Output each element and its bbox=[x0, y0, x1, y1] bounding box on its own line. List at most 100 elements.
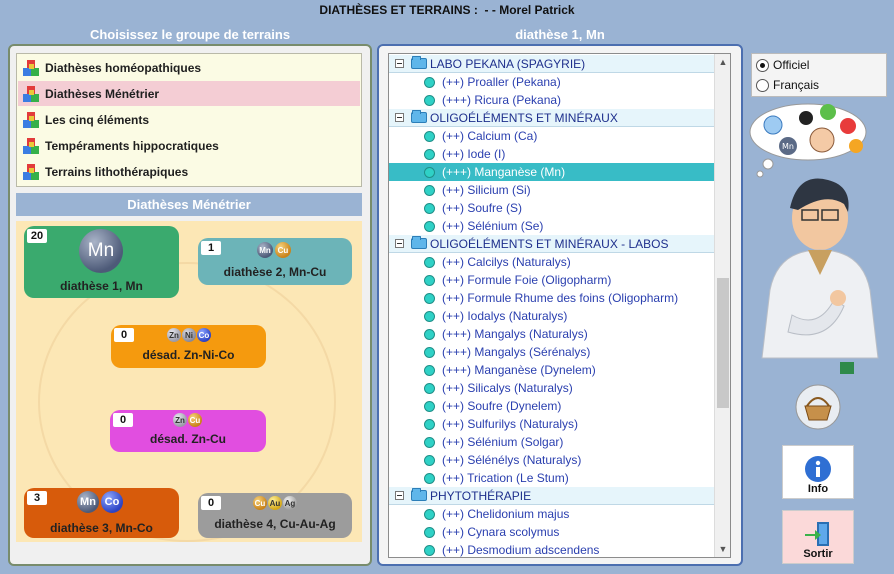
tree-item[interactable]: (++) Iodalys (Naturalys) bbox=[389, 307, 715, 325]
card-diathesis-4[interactable]: 0 Cu Au Ag diathèse 4, Cu-Au-Ag bbox=[198, 493, 352, 538]
scroll-up-icon[interactable]: ▲ bbox=[718, 57, 728, 67]
element-ball-cu: Cu bbox=[188, 413, 202, 427]
tree-item-selected[interactable]: (+++) Manganèse (Mn) bbox=[389, 163, 715, 181]
tree-item[interactable]: (++) Sélénium (Se) bbox=[389, 217, 715, 235]
svg-text:Mn: Mn bbox=[782, 142, 794, 151]
tree-category[interactable]: PHYTOTHÉRAPIE bbox=[389, 487, 715, 505]
radio-dot-icon bbox=[424, 419, 435, 430]
group-item-hippocratic[interactable]: Tempéraments hippocratiques bbox=[18, 133, 360, 158]
radio-dot-icon bbox=[424, 311, 435, 322]
group-header: Choisissez le groupe de terrains bbox=[89, 27, 291, 42]
radio-official[interactable]: Officiel bbox=[756, 58, 809, 72]
card-count: 1 bbox=[201, 241, 221, 255]
tree-item[interactable]: (+++) Mangalys (Sérénalys) bbox=[389, 343, 715, 361]
card-count: 0 bbox=[201, 496, 221, 510]
group-item-lithotherapy[interactable]: Terrains lithothérapiques bbox=[18, 159, 360, 184]
tree-item[interactable]: (+++) Manganèse (Dynelem) bbox=[389, 361, 715, 379]
radio-dot-icon bbox=[424, 77, 435, 88]
card-label: diathèse 4, Cu-Au-Ag bbox=[214, 517, 336, 531]
tree-item[interactable]: (++) Proaller (Pekana) bbox=[389, 73, 715, 91]
radio-dot-icon bbox=[424, 257, 435, 268]
folder-icon bbox=[411, 110, 427, 123]
element-ball-co: Co bbox=[197, 328, 211, 342]
exit-button[interactable]: Sortir bbox=[782, 510, 854, 564]
tree-item[interactable]: (++) Formule Rhume des foins (Oligopharm… bbox=[389, 289, 715, 307]
tree-scrollbar[interactable]: ▲ ▼ bbox=[714, 54, 730, 557]
tree-item[interactable]: (++) Iode (I) bbox=[389, 145, 715, 163]
card-diathesis-2[interactable]: 1 Mn Cu diathèse 2, Mn-Cu bbox=[198, 238, 352, 285]
radio-dot-icon bbox=[424, 275, 435, 286]
group-label: Diathèses Ménétrier bbox=[45, 86, 160, 101]
tree-item[interactable]: (++) Formule Foie (Oligopharm) bbox=[389, 271, 715, 289]
element-ball-mn: Mn bbox=[257, 242, 273, 258]
radio-unchecked-icon bbox=[756, 78, 769, 92]
radio-dot-icon bbox=[424, 401, 435, 412]
basket-icon[interactable] bbox=[795, 384, 841, 430]
collapse-icon[interactable] bbox=[395, 113, 404, 122]
radio-dot-icon bbox=[424, 473, 435, 484]
card-label: désad. Zn-Cu bbox=[149, 432, 226, 446]
card-desad-zn-cu[interactable]: 0 Zn Cu désad. Zn-Cu bbox=[110, 410, 266, 452]
radio-dot-icon bbox=[424, 545, 435, 556]
card-label: désad. Zn-Ni-Co bbox=[142, 348, 235, 362]
radio-dot-icon bbox=[424, 149, 435, 160]
radio-checked-icon bbox=[756, 58, 769, 72]
tree-item[interactable]: (++) Trication (Le Stum) bbox=[389, 469, 715, 487]
tree-item[interactable]: (+++) Mangalys (Naturalys) bbox=[389, 325, 715, 343]
group-list: Diathèses homéopathiques Diathèses Ménét… bbox=[16, 53, 362, 187]
radio-dot-icon bbox=[424, 365, 435, 376]
card-label: diathèse 1, Mn bbox=[60, 279, 143, 293]
tree-item[interactable]: (++) Desmodium adscendens bbox=[389, 541, 715, 557]
element-ball-ni: Ni bbox=[182, 328, 196, 342]
scroll-thumb[interactable] bbox=[717, 278, 729, 408]
tree-item[interactable]: (++) Calcium (Ca) bbox=[389, 127, 715, 145]
radio-dot-icon bbox=[424, 293, 435, 304]
card-desad-zn-ni-co[interactable]: 0 Zn Ni Co désad. Zn-Ni-Co bbox=[111, 325, 266, 368]
group-item-homeopathic[interactable]: Diathèses homéopathiques bbox=[18, 55, 360, 80]
title-text: DIATHÈSES ET TERRAINS : bbox=[319, 3, 478, 17]
element-ball-cu: Cu bbox=[275, 242, 291, 258]
tree-item[interactable]: (++) Soufre (Dynelem) bbox=[389, 397, 715, 415]
tree-item[interactable]: (++) Sélénium (Solgar) bbox=[389, 433, 715, 451]
name-language-options: Officiel Français bbox=[751, 53, 887, 97]
cycle-circle bbox=[38, 262, 336, 542]
element-ball-mn: Mn bbox=[77, 491, 99, 513]
radio-dot-icon bbox=[424, 455, 435, 466]
tree-item[interactable]: (++) Calcilys (Naturalys) bbox=[389, 253, 715, 271]
tree-item[interactable]: (++) Silicalys (Naturalys) bbox=[389, 379, 715, 397]
window-title: DIATHÈSES ET TERRAINS : - - Morel Patric… bbox=[0, 3, 894, 17]
tree-item[interactable]: (+++) Ricura (Pekana) bbox=[389, 91, 715, 109]
collapse-icon[interactable] bbox=[395, 239, 404, 248]
radio-french[interactable]: Français bbox=[756, 78, 819, 92]
card-count: 20 bbox=[27, 229, 47, 243]
tree-category[interactable]: OLIGOÉLÉMENTS ET MINÉRAUX bbox=[389, 109, 715, 127]
group-item-menetrier[interactable]: Diathèses Ménétrier bbox=[18, 81, 360, 106]
cube-icon bbox=[23, 59, 39, 76]
scroll-down-icon[interactable]: ▼ bbox=[718, 544, 728, 554]
tree-item[interactable]: (++) Silicium (Si) bbox=[389, 181, 715, 199]
cube-icon bbox=[23, 163, 39, 180]
remedy-tree[interactable]: LABO PEKANA (SPAGYRIE) (++) Proaller (Pe… bbox=[388, 53, 731, 558]
card-diathesis-3[interactable]: 3 Mn Co diathèse 3, Mn-Co bbox=[24, 488, 179, 538]
element-ball-au: Au bbox=[268, 496, 282, 510]
tree-item[interactable]: (++) Soufre (S) bbox=[389, 199, 715, 217]
tree-category[interactable]: LABO PEKANA (SPAGYRIE) bbox=[389, 55, 715, 73]
group-label: Les cinq éléments bbox=[45, 112, 150, 127]
element-ball-zn: Zn bbox=[167, 328, 181, 342]
card-diathesis-1[interactable]: 20 Mn diathèse 1, Mn bbox=[24, 226, 179, 298]
tree-item[interactable]: (++) Chelidonium majus bbox=[389, 505, 715, 523]
tree-item[interactable]: (++) Sulfurilys (Naturalys) bbox=[389, 415, 715, 433]
tree-item[interactable]: (++) Sélénélys (Naturalys) bbox=[389, 451, 715, 469]
collapse-icon[interactable] bbox=[395, 59, 404, 68]
tree-item[interactable]: (++) Cynara scolymus bbox=[389, 523, 715, 541]
cube-icon bbox=[23, 85, 39, 102]
element-ball-ag: Ag bbox=[283, 496, 297, 510]
group-item-five-elements[interactable]: Les cinq éléments bbox=[18, 107, 360, 132]
element-ball-co: Co bbox=[101, 491, 123, 513]
radio-dot-icon bbox=[424, 167, 435, 178]
card-count: 0 bbox=[114, 328, 134, 342]
tree-category[interactable]: OLIGOÉLÉMENTS ET MINÉRAUX - LABOS bbox=[389, 235, 715, 253]
collapse-icon[interactable] bbox=[395, 491, 404, 500]
info-button[interactable]: Info bbox=[782, 445, 854, 499]
cube-icon bbox=[23, 137, 39, 154]
